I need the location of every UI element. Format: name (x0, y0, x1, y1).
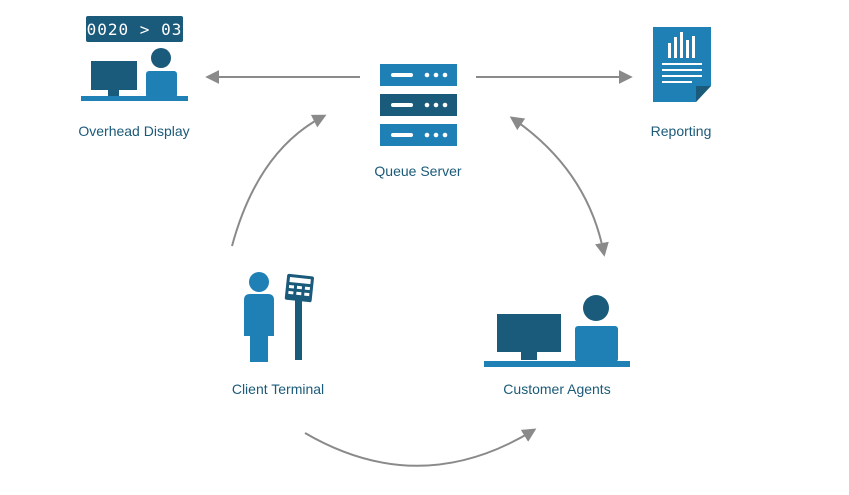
label-overhead-display: Overhead Display (78, 123, 190, 139)
server-rack-icon (380, 64, 457, 146)
agent-head (583, 295, 609, 321)
agent-desk-icon (484, 295, 630, 367)
agent-monitor-stand (521, 352, 537, 360)
agent-body (575, 326, 618, 362)
client-head (249, 272, 269, 292)
person-head (151, 48, 171, 68)
monitor-stand (108, 90, 119, 96)
person-body (146, 71, 177, 98)
kiosk-terminal-icon (244, 272, 314, 362)
overhead-display-icon: 0020 > 03 (81, 16, 188, 101)
label-customer-agents: Customer Agents (503, 381, 611, 397)
desk (81, 96, 188, 101)
label-reporting: Reporting (650, 123, 712, 139)
client-body (244, 294, 274, 362)
arrow-terminal-to-server (231, 114, 327, 247)
label-queue-server: Queue Server (374, 163, 462, 179)
agent-monitor (497, 314, 561, 352)
monitor-screen (91, 61, 137, 90)
label-client-terminal: Client Terminal (231, 381, 325, 397)
ticket-display-board (86, 16, 183, 42)
kiosk-pole (295, 300, 302, 360)
report-document-icon (653, 27, 711, 102)
agent-desk (484, 361, 630, 367)
kiosk-head (284, 273, 314, 303)
arrow-terminal-to-agents (304, 428, 537, 467)
ticket-display-text: 0020 > 03 (87, 20, 183, 39)
arrow-server-agents-bidirectional (509, 116, 609, 257)
